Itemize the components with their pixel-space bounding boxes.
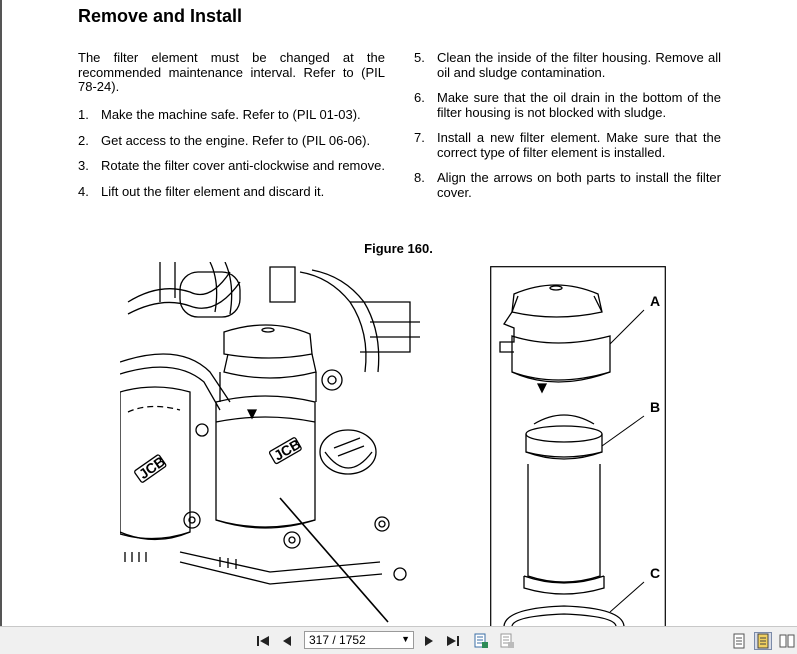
svg-text:JCB: JCB: [136, 453, 168, 482]
step-text: Make the machine safe. Refer to (PIL 01-…: [101, 107, 361, 122]
step-text: Make sure that the oil drain in the bott…: [437, 90, 721, 120]
intro-paragraph: The filter element must be changed at th…: [78, 50, 385, 94]
svg-text:JCB: JCB: [271, 436, 303, 464]
step-item: 8. Align the arrows on both parts to inst…: [414, 170, 721, 200]
step-number: 5.: [414, 50, 425, 65]
step-text: Lift out the filter element and discard …: [101, 183, 325, 199]
previous-page-icon[interactable]: [278, 632, 296, 650]
single-page-view-icon[interactable]: [730, 632, 748, 650]
page-indicator: 317 / 1752: [309, 633, 366, 647]
step-item: 6. Make sure that the oil drain in the bo…: [414, 90, 721, 120]
filter-cover-part: [499, 284, 611, 394]
steps-list-right: 5. Clean the inside of the filter housing…: [414, 50, 721, 211]
filter-element-part: [523, 414, 605, 595]
step-number: 1.: [78, 107, 89, 122]
engine-filter-illustration: JCB JCB: [120, 262, 420, 623]
next-page-icon[interactable]: [420, 632, 438, 650]
callout-b: B: [650, 399, 660, 415]
steps-list-left: 1. Make the machine safe. Refer to (PIL 0…: [78, 107, 385, 210]
step-text: Get access to the engine. Refer to (PIL …: [101, 132, 371, 148]
step-number: 3.: [78, 158, 89, 173]
viewer-toolbar: 317 / 1752 ▼: [0, 626, 797, 654]
step-item: 4. Lift out the filter element and discar…: [78, 183, 385, 200]
fit-width-icon[interactable]: [498, 632, 516, 650]
document-page: Remove and Install The filter element mu…: [0, 0, 721, 626]
callout-a: A: [650, 293, 660, 309]
step-item: 1. Make the machine safe. Refer to (PIL 0…: [78, 107, 385, 123]
figure-caption: Figure 160.: [364, 241, 433, 256]
step-number: 4.: [78, 183, 89, 199]
step-number: 2.: [78, 132, 89, 148]
chevron-down-icon: ▼: [401, 634, 410, 644]
jcb-logo-right: JCB: [268, 436, 303, 465]
step-number: 7.: [414, 130, 425, 145]
callout-c: C: [650, 565, 660, 581]
step-text: Clean the inside of the filter housing. …: [437, 50, 721, 80]
fit-page-icon[interactable]: [472, 632, 490, 650]
step-text: Align the arrows on both parts to instal…: [437, 170, 721, 200]
step-item: 7. Install a new filter element. Make sur…: [414, 130, 721, 160]
first-page-icon[interactable]: [254, 632, 272, 650]
step-item: 2. Get access to the engine. Refer to (PI…: [78, 132, 385, 149]
step-item: 3. Rotate the filter cover anti-clockwise…: [78, 158, 385, 174]
page-title: Remove and Install: [78, 6, 243, 26]
last-page-icon[interactable]: [444, 632, 462, 650]
continuous-view-icon[interactable]: [778, 632, 796, 650]
step-number: 6.: [414, 90, 425, 105]
step-item: 5. Clean the inside of the filter housing…: [414, 50, 721, 80]
step-text: Rotate the filter cover anti-clockwise a…: [101, 158, 385, 173]
page-number-select[interactable]: 317 / 1752 ▼: [304, 631, 414, 649]
jcb-logo-left: JCB: [134, 453, 168, 483]
step-text: Install a new filter element. Make sure …: [437, 130, 721, 160]
filter-parts-exploded-illustration: A B C: [490, 266, 666, 626]
step-number: 8.: [414, 170, 425, 185]
filter-housing-part: [503, 605, 625, 626]
page-left-border: [0, 0, 2, 626]
two-page-view-icon[interactable]: [754, 632, 772, 650]
